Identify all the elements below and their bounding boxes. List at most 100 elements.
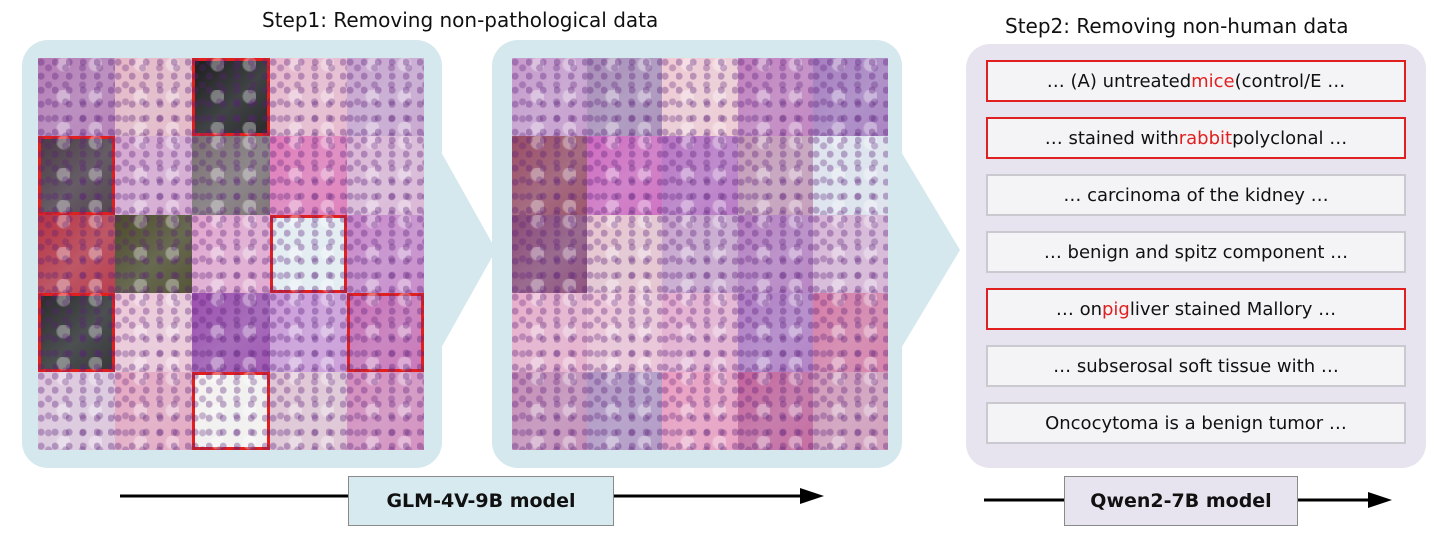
image-tile xyxy=(346,293,424,372)
image-tile xyxy=(346,58,424,137)
caption-text: Oncocytoma is a benign tumor … xyxy=(1045,412,1347,434)
glm-model-box: GLM-4V-9B model xyxy=(348,476,614,526)
qwen-model-box: Qwen2-7B model xyxy=(1064,476,1298,526)
tile-texture xyxy=(662,136,738,215)
tile-texture xyxy=(346,371,424,450)
image-tile xyxy=(737,293,813,372)
panel-a-arrow-notch xyxy=(440,150,496,350)
tile-texture xyxy=(812,293,888,372)
image-tile xyxy=(38,58,116,137)
image-tile xyxy=(512,58,588,137)
tile-texture xyxy=(812,371,888,450)
tile-texture xyxy=(38,214,116,294)
caption-snippet: … subserosal soft tissue with … xyxy=(986,345,1406,387)
tile-texture xyxy=(512,371,588,450)
tile-texture xyxy=(587,136,663,215)
caption-text: … (A) untreated xyxy=(1046,70,1192,92)
image-tile xyxy=(38,136,116,215)
filtered-image-grid xyxy=(512,58,888,450)
tile-texture xyxy=(587,293,663,372)
caption-text: … carcinoma of the kidney … xyxy=(1063,184,1329,206)
image-tile xyxy=(812,371,888,450)
image-tile xyxy=(512,293,588,372)
tile-texture xyxy=(512,293,588,372)
tile-texture xyxy=(512,136,588,215)
image-tile xyxy=(512,371,588,450)
tile-texture xyxy=(192,58,270,137)
tile-texture xyxy=(587,214,663,294)
image-tile xyxy=(662,214,738,294)
caption-snippet: … stained with rabbit polyclonal … xyxy=(986,117,1406,159)
image-tile xyxy=(115,136,193,215)
caption-snippet: … benign and spitz component … xyxy=(986,231,1406,273)
image-tile xyxy=(662,58,738,137)
image-tile xyxy=(269,371,347,450)
caption-snippet: … on pig liver stained Mallory … xyxy=(986,288,1406,330)
image-tile xyxy=(587,293,663,372)
tile-texture xyxy=(512,214,588,294)
tile-texture xyxy=(38,371,116,450)
tile-texture xyxy=(115,371,193,450)
image-tile xyxy=(192,293,270,372)
image-tile xyxy=(737,214,813,294)
image-tile xyxy=(587,58,663,137)
caption-text: … on xyxy=(1055,298,1102,320)
image-tile xyxy=(269,58,347,137)
image-tile xyxy=(115,58,193,137)
tile-texture xyxy=(346,136,424,215)
image-tile xyxy=(812,214,888,294)
tile-texture xyxy=(192,214,270,294)
tile-texture xyxy=(812,136,888,215)
image-tile xyxy=(192,214,270,294)
tile-texture xyxy=(346,293,424,372)
tile-texture xyxy=(737,371,813,450)
species-keyword: rabbit xyxy=(1178,127,1233,149)
image-tile xyxy=(662,136,738,215)
image-tile xyxy=(737,58,813,137)
tile-texture xyxy=(192,293,270,372)
image-tile xyxy=(812,136,888,215)
tile-texture xyxy=(737,136,813,215)
image-tile xyxy=(662,371,738,450)
image-tile xyxy=(269,214,347,294)
caption-text: … stained with xyxy=(1044,127,1179,149)
step2-title: Step2: Removing non-human data xyxy=(1005,14,1349,38)
caption-snippet: … carcinoma of the kidney … xyxy=(986,174,1406,216)
tile-texture xyxy=(662,214,738,294)
image-tile xyxy=(812,58,888,137)
tile-texture xyxy=(269,371,347,450)
tile-texture xyxy=(512,58,588,137)
image-tile xyxy=(587,214,663,294)
image-tile xyxy=(512,214,588,294)
image-tile xyxy=(737,371,813,450)
caption-snippet: … (A) untreated mice (control/E … xyxy=(986,60,1406,102)
image-tile xyxy=(38,371,116,450)
image-tile xyxy=(269,293,347,372)
input-image-grid xyxy=(38,58,424,450)
species-keyword: pig xyxy=(1102,298,1130,320)
tile-texture xyxy=(812,58,888,137)
image-tile xyxy=(346,214,424,294)
caption-text: … subserosal soft tissue with … xyxy=(1053,355,1339,377)
tile-texture xyxy=(38,58,116,137)
tile-texture xyxy=(346,214,424,294)
image-tile xyxy=(38,214,116,294)
image-tile xyxy=(812,293,888,372)
tile-texture xyxy=(269,293,347,372)
tile-texture xyxy=(587,58,663,137)
tile-texture xyxy=(346,58,424,137)
image-tile xyxy=(737,136,813,215)
image-tile xyxy=(115,293,193,372)
image-tile xyxy=(662,293,738,372)
tile-texture xyxy=(662,293,738,372)
image-tile xyxy=(115,371,193,450)
caption-text: … benign and spitz component … xyxy=(1043,241,1349,263)
image-tile xyxy=(38,293,116,372)
image-tile xyxy=(192,371,270,450)
image-tile xyxy=(269,136,347,215)
image-tile xyxy=(192,58,270,137)
tile-texture xyxy=(269,58,347,137)
tile-texture xyxy=(662,371,738,450)
caption-text: polyclonal … xyxy=(1232,127,1348,149)
tile-texture xyxy=(115,214,193,294)
